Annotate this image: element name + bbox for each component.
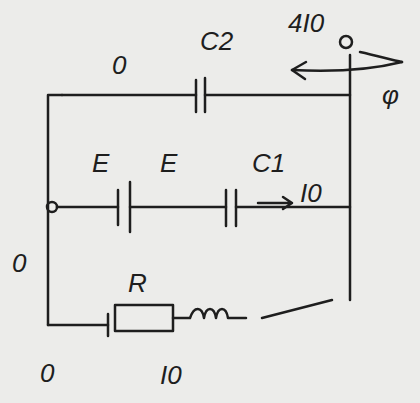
- capacitor-symbol: [226, 190, 236, 226]
- component-label: C2: [200, 28, 233, 54]
- component-label: E: [92, 150, 109, 176]
- current-label: I0: [160, 362, 182, 388]
- component-label: R: [128, 270, 147, 296]
- wire: [57, 206, 118, 209]
- component-label: C1: [252, 150, 285, 176]
- current-label: I0: [300, 180, 322, 206]
- inductor-symbol: [173, 309, 246, 318]
- wire: [130, 206, 226, 209]
- potential-label: 0: [40, 360, 54, 386]
- potential-label: 0: [12, 250, 26, 276]
- terminal-circle: [340, 36, 352, 48]
- wire: [48, 324, 108, 327]
- current-label: 4I0: [288, 10, 324, 36]
- wire: [107, 314, 110, 336]
- wire-label: 0: [112, 52, 126, 78]
- arrow-line: [360, 52, 402, 62]
- angle-label: φ: [382, 82, 399, 108]
- arrow-head: [292, 62, 306, 79]
- battery-symbol: [118, 182, 130, 232]
- switch-symbol: [262, 300, 332, 318]
- wire: [349, 55, 352, 300]
- current-arrow: [258, 197, 292, 209]
- wire: [62, 94, 196, 97]
- capacitor-symbol: [196, 78, 205, 112]
- arrow-line: [292, 62, 402, 71]
- node-dot: [47, 202, 57, 212]
- wire: [236, 206, 350, 209]
- resistor-symbol: [115, 305, 173, 331]
- wire: [48, 95, 62, 325]
- wire: [205, 94, 350, 97]
- component-label: E: [160, 150, 177, 176]
